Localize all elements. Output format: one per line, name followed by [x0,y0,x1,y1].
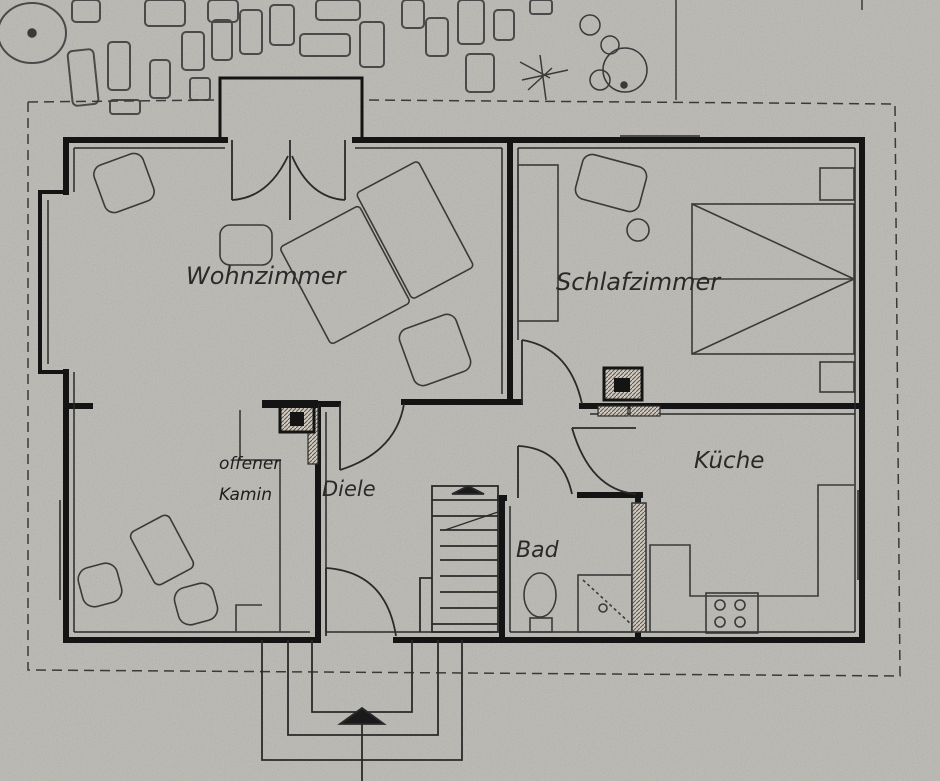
room-label-schlafzimmer: Schlafzimmer [556,268,722,296]
garden-plants [27,14,648,101]
garden-paving [0,0,553,115]
room-label-kueche: Küche [694,448,764,474]
doors [231,140,637,637]
room-label-diele: Diele [322,477,376,501]
fireplace-note-line1: offener [219,454,281,474]
entrance-steps [261,640,463,781]
fence-line [675,0,863,100]
fireplace-note-line2: Kamin [219,485,272,505]
staircase [419,484,499,633]
furniture [77,152,855,634]
room-label-bad: Bad [516,538,560,563]
chimneys [262,366,644,434]
property-line [27,99,901,677]
room-label-wohnzimmer: Wohnzimmer [186,262,348,290]
walls [38,76,865,643]
